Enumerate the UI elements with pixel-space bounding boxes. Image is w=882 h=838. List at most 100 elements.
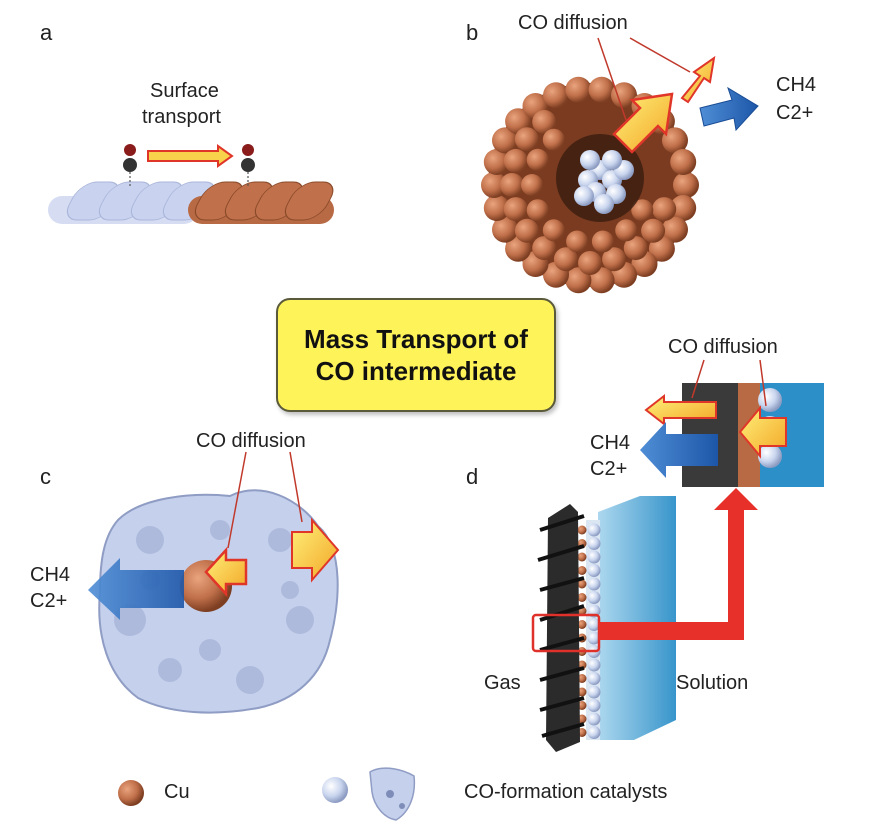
- pore: [236, 666, 264, 694]
- gdl-fibers: [537, 514, 585, 738]
- product-arrow-d: [640, 422, 718, 478]
- co-diffusion-label-d: CO diffusion: [668, 336, 778, 358]
- cu-particle: [481, 172, 507, 198]
- product-ch4-b: CH4: [776, 74, 817, 96]
- panel-b-letter: b: [466, 20, 479, 45]
- cu-particle: [532, 109, 557, 134]
- zoom-arrow-d: [599, 488, 758, 640]
- catalyst-particle: [587, 726, 601, 739]
- catalyst-particle: [587, 591, 601, 604]
- panel-c-porous: [88, 451, 340, 714]
- center-title-line1: Mass Transport of: [304, 324, 528, 354]
- catalyst-particle: [587, 631, 601, 645]
- co-diffusion-arrow-b-inner: [612, 92, 674, 154]
- product-ch4-d: CH4: [590, 432, 631, 454]
- pointer-line-b1: [597, 37, 627, 121]
- cu-particle: [615, 219, 638, 242]
- cu-particle: [611, 82, 637, 109]
- cu-particle: [532, 236, 557, 261]
- cu-particle: [662, 127, 688, 154]
- catalyst-particle: [574, 186, 594, 206]
- co-diffusion-arrow-d-outer: [644, 393, 717, 427]
- product-c2-c: C2+: [30, 590, 68, 612]
- catalyst-particle: [587, 523, 601, 537]
- co-diffusion-arrow-c-inner: [204, 546, 248, 598]
- pointer-line-b2: [629, 37, 691, 73]
- cu-particle: [670, 149, 697, 175]
- cu-particle: [514, 218, 539, 243]
- cu-particle: [577, 525, 587, 535]
- catalyst-particle: [587, 712, 601, 726]
- surface-label-line2: transport: [142, 106, 221, 128]
- cu-rods: [188, 181, 334, 224]
- cu-particle: [526, 148, 549, 171]
- pore: [210, 520, 230, 540]
- catalyst-particle: [587, 564, 601, 577]
- cu-particle: [565, 76, 592, 103]
- legend-cu-label: Cu: [164, 781, 190, 803]
- cu-particle: [492, 216, 518, 243]
- pore: [268, 528, 292, 552]
- gas-label: Gas: [484, 672, 521, 694]
- catalyst-particle: [587, 550, 601, 564]
- legend-cu-icon: [118, 780, 144, 806]
- cu-particle: [526, 199, 549, 222]
- cu-particle: [542, 219, 565, 242]
- panel-a-letter: a: [40, 20, 53, 45]
- catalyst-pores: [114, 520, 314, 694]
- legend-catalyst-ball-icon: [322, 777, 348, 803]
- panel-d-electrode: [531, 359, 824, 752]
- co-diffusion-arrow-c-outer: [291, 517, 340, 583]
- co-molecule-left: [123, 144, 137, 186]
- catalyst-particle: [580, 150, 600, 170]
- co-molecule-right: [241, 144, 255, 186]
- cu-particle: [577, 566, 587, 575]
- catalyst-core-particles: [574, 150, 634, 214]
- cu-particle: [591, 230, 614, 253]
- cu-shell-particles: [481, 76, 699, 294]
- gas-diffusion-layer: [546, 504, 580, 752]
- co-diffusion-arrow-d-inner: [738, 405, 787, 459]
- product-ch4-c: CH4: [30, 564, 71, 586]
- cu-particle: [662, 216, 688, 243]
- cu-particle: [577, 579, 587, 589]
- pointer-line-d1: [691, 359, 705, 399]
- cu-particle: [514, 127, 539, 152]
- solution-label: Solution: [676, 672, 749, 694]
- pointer-line-c2: [289, 451, 303, 523]
- cu-particle: [483, 149, 510, 175]
- co-diffusion-label-c: CO diffusion: [196, 430, 306, 452]
- cu-particle: [521, 174, 543, 196]
- catalyst-particle: [587, 658, 601, 672]
- catalyst-particle: [587, 618, 601, 631]
- cu-particle: [542, 128, 565, 151]
- cu-particle: [500, 173, 524, 197]
- catalyst-particle: [587, 672, 601, 685]
- cu-particle: [577, 620, 587, 629]
- electrolyte-slab: [598, 496, 676, 740]
- pointer-line-d2: [759, 359, 767, 407]
- pore: [158, 658, 182, 682]
- product-arrow-c: [88, 558, 184, 620]
- cu-particle: [577, 552, 587, 562]
- surface-label-line1: Surface: [150, 80, 219, 102]
- legend-catalyst-label: CO-formation catalysts: [464, 781, 668, 803]
- product-c2-b: C2+: [776, 102, 814, 124]
- catalyst-rods: [48, 181, 216, 224]
- pore: [281, 581, 299, 599]
- surface-transport-arrow: [147, 144, 234, 168]
- pore: [114, 604, 146, 636]
- cu-particle: [588, 76, 615, 103]
- catalyst-particle: [594, 194, 614, 214]
- cu-particle: [673, 172, 699, 198]
- panel-d-letter: d: [466, 464, 479, 489]
- cu-particle: [566, 230, 589, 253]
- pore: [286, 606, 314, 634]
- cu-particle: [577, 674, 587, 683]
- cu-particle: [577, 701, 587, 710]
- cu-particle: [641, 218, 666, 243]
- catalyst-particle: [602, 150, 622, 170]
- cu-particle: [483, 195, 510, 221]
- pore: [199, 639, 221, 661]
